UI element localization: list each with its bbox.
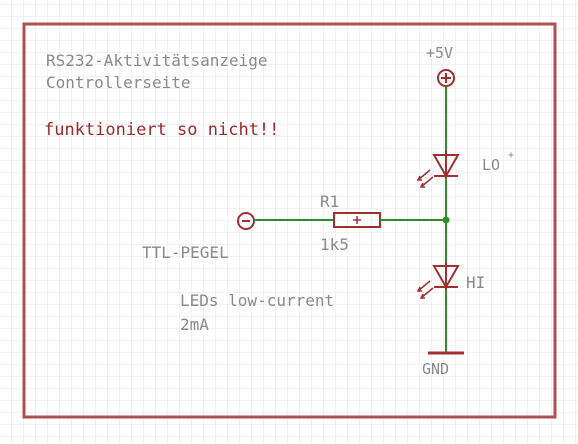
led-hi-icon[interactable] [416,262,460,299]
ttl-pegel-label: TTL-PEGEL [142,243,229,262]
led-hi-label: HI [466,273,485,292]
led-lo-icon[interactable] [416,150,460,188]
gnd-label: GND [422,360,449,378]
title-line-2: Controllerseite [46,73,191,92]
led-lo-label: LO [482,156,500,174]
note-line-2: 2mA [180,315,209,334]
supply-label: +5V [426,44,453,62]
led-lo-plus-mark: + [508,150,514,161]
resistor-name: R1 [320,192,339,211]
drawing-frame [22,22,557,419]
note-line-1: LEDs low-current [180,291,334,310]
resistor-value: 1k5 [320,235,349,254]
title-line-1: RS232-Aktivitätsanzeige [46,51,268,70]
warning-text: funktioniert so nicht!! [44,120,279,140]
